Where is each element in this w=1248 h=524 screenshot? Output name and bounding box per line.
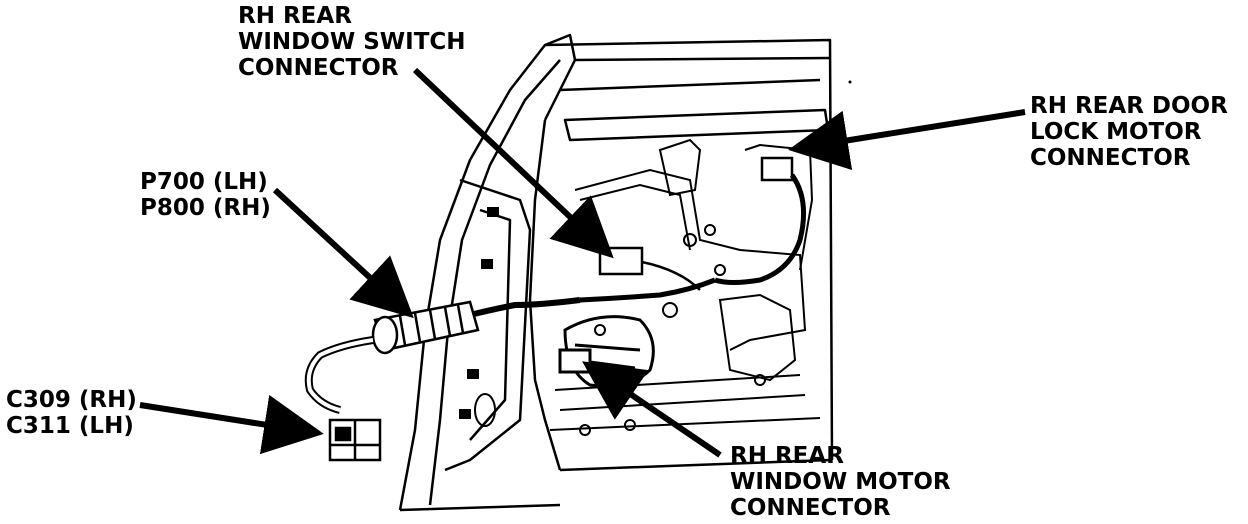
callout-line: CONNECTOR	[238, 55, 399, 81]
window-switch-connector	[598, 246, 701, 291]
door-lock-connector	[714, 156, 807, 285]
arrow-c309	[139, 394, 324, 455]
leader-arrows	[139, 67, 1026, 458]
callout-c309-c311: C309 (RH) C311 (LH)	[6, 387, 137, 439]
arrow-door-lock	[788, 109, 1026, 171]
arrow-p700	[272, 187, 414, 319]
callout-line: C311 (LH)	[6, 413, 134, 439]
callout-line: RH REAR DOOR	[1030, 93, 1228, 119]
wiring-harness	[469, 277, 716, 318]
inner-panel	[459, 138, 821, 436]
c309-connector	[328, 418, 382, 462]
arrow-window-switch	[412, 67, 614, 259]
harness-grommet	[371, 300, 480, 355]
pigtail-wire	[304, 336, 374, 414]
callout-line: RH REAR	[730, 443, 844, 469]
callout-window-switch-connector: RH REAR WINDOW SWITCH CONNECTOR	[238, 3, 466, 81]
callout-line: P700 (LH)	[140, 169, 268, 195]
arrow-window-motor	[582, 361, 722, 458]
callout-line: CONNECTOR	[1030, 145, 1191, 171]
callout-window-motor-connector: RH REAR WINDOW MOTOR CONNECTOR	[730, 443, 951, 521]
callout-line: CONNECTOR	[730, 495, 891, 521]
callout-p700-p800: P700 (LH) P800 (RH)	[140, 169, 271, 221]
callout-door-lock-motor-connector: RH REAR DOOR LOCK MOTOR CONNECTOR	[1030, 93, 1228, 171]
callout-line: WINDOW SWITCH	[238, 29, 466, 55]
callout-line: RH REAR	[238, 3, 352, 29]
callout-line: C309 (RH)	[6, 387, 137, 413]
callout-line: WINDOW MOTOR	[730, 469, 951, 495]
callout-line: LOCK MOTOR	[1030, 119, 1202, 145]
callout-line: P800 (RH)	[140, 195, 271, 221]
